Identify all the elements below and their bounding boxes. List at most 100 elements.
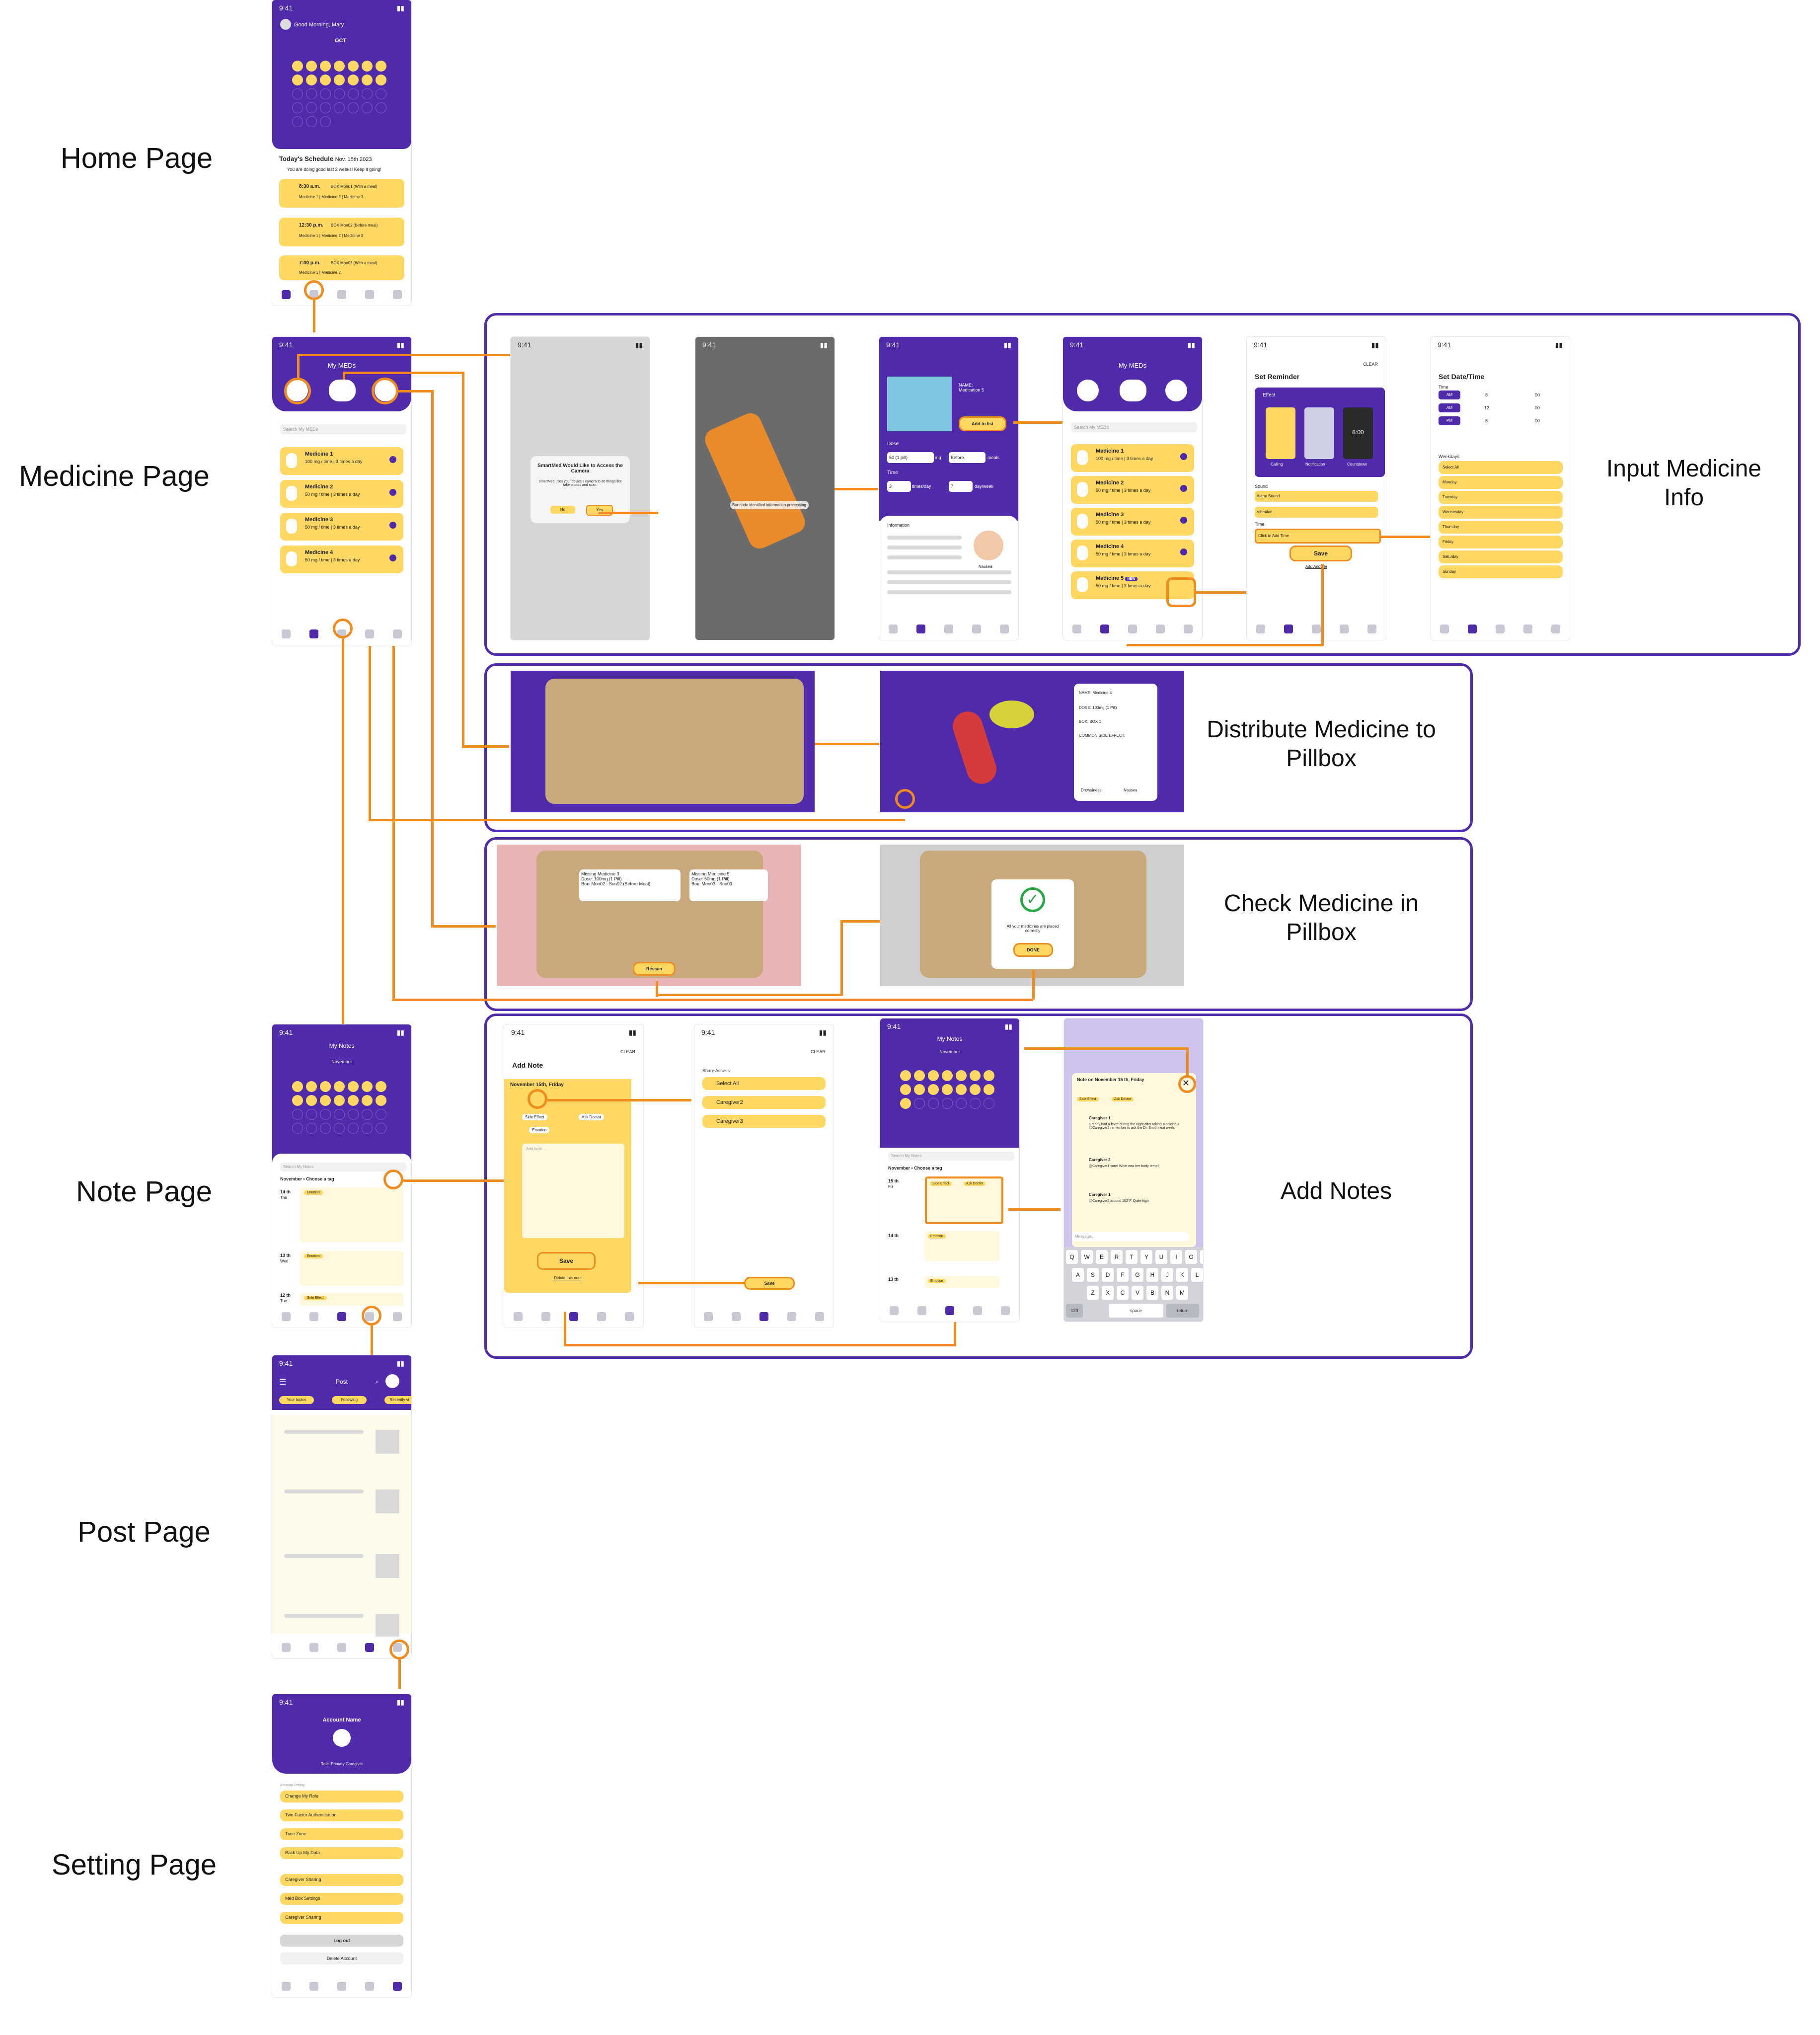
flow-arrow xyxy=(1186,1047,1189,1076)
calendar-month: OCT xyxy=(335,38,347,44)
note-calendar[interactable] xyxy=(292,1081,386,1134)
tab-your-topics[interactable]: Your topics xyxy=(279,1396,314,1404)
done-button[interactable]: DONE xyxy=(1013,943,1053,957)
greeting: Good Morning, Mary xyxy=(294,22,344,28)
tag-side-effect[interactable]: Side Effect xyxy=(522,1114,547,1120)
close-highlight xyxy=(1178,1075,1196,1093)
delete-account-button[interactable]: Delete Account xyxy=(280,1953,403,1964)
add-time-field[interactable]: Click to Add Time xyxy=(1255,529,1381,544)
countdown-mode[interactable]: 8:00 xyxy=(1343,407,1373,459)
distribute-pillbox-screen xyxy=(511,671,815,812)
no-button[interactable]: No xyxy=(550,506,575,514)
times-input[interactable]: 3 xyxy=(887,481,911,492)
schedule-item-1[interactable]: 8:30 a.m. BOX Mon01 (With a meal) Medici… xyxy=(279,179,404,208)
share-select-all[interactable]: Select All xyxy=(702,1077,826,1090)
gear-icon[interactable] xyxy=(393,290,402,299)
setting-med-box[interactable]: Med Box Settings xyxy=(280,1893,403,1905)
menu-icon[interactable]: ☰ xyxy=(279,1378,287,1387)
flow-arrow xyxy=(343,372,345,380)
pillbox-button[interactable] xyxy=(329,380,356,401)
sound-select[interactable]: Alarm Sound xyxy=(1255,491,1378,502)
flow-arrow xyxy=(397,390,432,392)
label-post-page: Post Page xyxy=(77,1516,211,1548)
flow-arrow xyxy=(1013,421,1067,424)
setting-two-factor[interactable]: Two Factor Authentication xyxy=(280,1809,403,1821)
tag-ask-doctor[interactable]: Ask Doctor xyxy=(579,1114,605,1120)
input-medicine-info-frame xyxy=(484,313,1801,656)
bottom-nav xyxy=(272,284,411,306)
flow-arrow xyxy=(297,354,511,356)
setting-backup[interactable]: Back Up My Data xyxy=(280,1847,403,1859)
schedule-item-3[interactable]: 7:00 p.m. BOX Mon03 (With a meal) Medici… xyxy=(279,255,404,280)
logout-button[interactable]: Log out xyxy=(280,1935,403,1947)
delete-note-link[interactable]: Delete this note xyxy=(554,1276,582,1280)
bell-icon xyxy=(389,522,396,529)
message-input[interactable]: Message... xyxy=(1072,1232,1189,1241)
meal-select[interactable]: Before xyxy=(949,452,986,463)
vibration-toggle[interactable]: Vibration xyxy=(1255,507,1378,518)
flow-arrow xyxy=(342,638,344,1026)
ampm-1[interactable]: AM xyxy=(1439,391,1460,399)
flow-arrow xyxy=(1032,970,1035,1000)
add-note-screen: 9:41▮▮ CLEAR Add Note November 15th, Fri… xyxy=(504,1024,643,1328)
post-icon[interactable] xyxy=(365,290,374,299)
setting-time-zone[interactable]: Time Zone xyxy=(280,1828,403,1840)
note-nav-highlight xyxy=(333,619,353,638)
search-icon[interactable]: ⌕ xyxy=(376,1378,379,1385)
medicine-list-updated-screen: 9:41▮▮ My MEDs Search My MEDs Medicine 1… xyxy=(1063,337,1202,640)
add-to-list-button[interactable]: Add to list xyxy=(959,416,1006,431)
share-save-button[interactable]: Save xyxy=(744,1277,795,1290)
status-time: 9:41 xyxy=(279,4,293,12)
notification-mode[interactable] xyxy=(1304,407,1334,459)
tag-emotion[interactable]: Emotion xyxy=(529,1127,550,1133)
post-nav-highlight xyxy=(362,1306,381,1326)
dose-input[interactable]: 50 (1 pill) xyxy=(887,452,934,463)
add-notes-frame xyxy=(484,1014,1473,1359)
new-note-entry[interactable]: Side Effect Ask Doctor xyxy=(925,1176,1003,1224)
weekday-list[interactable]: Select All Monday Tuesday Wednesday Thur… xyxy=(1439,461,1563,580)
days-input[interactable]: 7 xyxy=(949,481,973,492)
label-input-medicine-info: Input Medicine Info xyxy=(1606,456,1762,511)
flow-arrow xyxy=(1008,1208,1061,1211)
bell-icon xyxy=(389,489,396,496)
close-icon[interactable]: ✕ xyxy=(1182,1078,1190,1088)
setting-change-role[interactable]: Change My Role xyxy=(280,1791,403,1802)
avatar[interactable] xyxy=(385,1374,399,1388)
setting-caregiver-sharing[interactable]: Caregiver Sharing xyxy=(280,1874,403,1886)
flow-arrow xyxy=(403,1179,508,1182)
home-icon[interactable] xyxy=(282,290,291,299)
rescan-button[interactable]: Rescan xyxy=(633,962,676,976)
flow-arrow xyxy=(638,1282,745,1284)
tab-following[interactable]: Following xyxy=(332,1396,367,1404)
check-circle-icon: ✓ xyxy=(1020,887,1045,912)
medicine-phone: 9:41▮▮ My MEDs Search My MEDs Medicine 1… xyxy=(272,337,411,645)
setting-caregiver-sharing-2[interactable]: Caregiver Sharing xyxy=(280,1912,403,1924)
medicine-title: My MEDs xyxy=(327,362,356,369)
note-icon[interactable] xyxy=(337,290,346,299)
calling-mode[interactable] xyxy=(1266,407,1295,459)
add-another-link[interactable]: Add Another xyxy=(1305,564,1328,569)
save-button[interactable]: Save xyxy=(1289,546,1352,561)
ampm-3[interactable]: PM xyxy=(1439,416,1460,425)
home-calendar[interactable] xyxy=(292,61,386,127)
label-add-notes: Add Notes xyxy=(1280,1178,1392,1204)
note-textarea[interactable]: Add note... xyxy=(522,1144,624,1238)
share-caregiver3[interactable]: Caregiver3 xyxy=(702,1115,826,1128)
ampm-2[interactable]: AM xyxy=(1439,403,1460,412)
schedule-item-2[interactable]: 12:30 p.m. BOX Mon02 (Before meal) Medic… xyxy=(279,218,404,246)
flow-arrow xyxy=(1127,644,1323,646)
notes-list-screen: 9:41▮▮ My Notes November Search My Notes… xyxy=(880,1018,1019,1322)
search-input[interactable]: Search My MEDs xyxy=(280,424,406,434)
tab-recently[interactable]: Recently vi xyxy=(384,1396,411,1404)
share-caregiver2[interactable]: Caregiver2 xyxy=(702,1096,826,1109)
note-save-button[interactable]: Save xyxy=(537,1252,596,1270)
flow-arrow xyxy=(392,646,395,1000)
permission-title: SmartMed Would Like to Access the Camera xyxy=(537,463,623,474)
